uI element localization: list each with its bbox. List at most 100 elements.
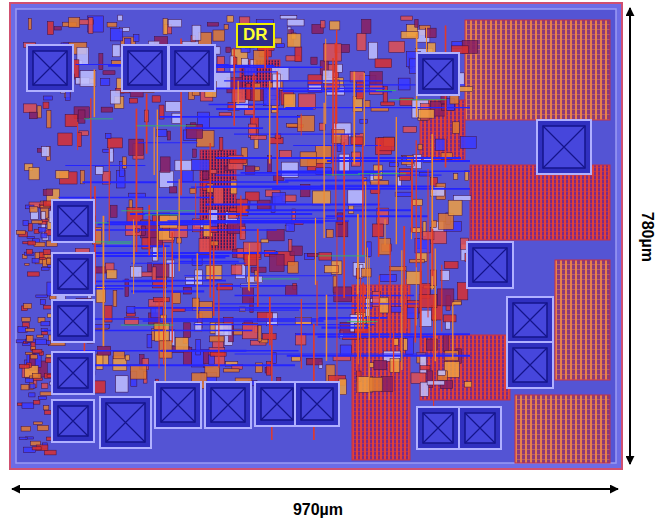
metal-wire <box>209 104 267 106</box>
pad-ring <box>27 45 73 91</box>
standard-cell <box>182 170 193 182</box>
bond-pad <box>52 253 94 295</box>
metal-wire <box>323 103 324 238</box>
standard-cell <box>168 20 181 27</box>
metal-wire <box>86 318 337 319</box>
metal-wire <box>157 110 158 260</box>
metal-wire <box>325 174 360 175</box>
metal-wire <box>107 243 131 244</box>
standard-cell <box>186 125 202 139</box>
metal-wire <box>253 73 254 123</box>
standard-cell <box>251 136 267 140</box>
standard-cell <box>213 30 225 41</box>
standard-cell <box>27 237 34 239</box>
pad-cross <box>423 413 453 443</box>
metal-wire <box>90 98 91 216</box>
pad-cross <box>161 388 195 422</box>
metal-wire <box>285 179 370 181</box>
standard-cell <box>152 96 160 102</box>
metal-wire <box>216 108 313 110</box>
standard-cell <box>210 336 224 342</box>
standard-cell <box>437 289 453 306</box>
standard-cell <box>295 47 302 61</box>
metal-wire <box>249 243 250 291</box>
standard-cell <box>110 205 117 217</box>
metal-wire <box>393 322 394 433</box>
standard-cell <box>395 192 412 196</box>
standard-cell <box>103 71 115 75</box>
standard-cell <box>24 104 37 113</box>
pad-cross <box>58 306 88 336</box>
metal-wire <box>336 30 337 124</box>
metal-wire <box>353 72 355 165</box>
pad-ring <box>169 45 215 91</box>
standard-cell <box>44 450 56 455</box>
standard-cell <box>40 258 46 260</box>
pad-cross <box>33 51 67 85</box>
metal-wire <box>206 203 381 205</box>
standard-cell <box>258 325 261 341</box>
metal-wire <box>137 125 196 126</box>
standard-cell <box>42 331 48 334</box>
metal-wire <box>235 295 415 296</box>
standard-cell <box>27 249 33 254</box>
standard-cell <box>96 354 103 369</box>
pad-ring <box>52 300 94 342</box>
metal-wire <box>327 160 470 162</box>
pad-ring <box>537 120 591 174</box>
bond-pad <box>27 45 73 91</box>
standard-cell <box>401 16 413 20</box>
standard-cell <box>381 377 394 392</box>
standard-cell <box>37 335 44 337</box>
standard-cell <box>118 15 123 21</box>
standard-cell <box>21 385 29 390</box>
metal-wire <box>362 145 363 255</box>
pad-opening <box>211 388 245 422</box>
standard-cell <box>193 149 197 157</box>
standard-cell <box>96 166 103 174</box>
pad-cross <box>465 413 495 443</box>
standard-cell <box>330 21 340 30</box>
bond-pad <box>417 407 459 449</box>
dimension-arrow <box>629 8 631 464</box>
pad-opening <box>106 403 145 442</box>
standard-cell <box>420 366 430 370</box>
metal-wire <box>318 255 366 256</box>
pad-ring <box>255 382 299 426</box>
metal-wire <box>362 282 364 330</box>
metal-wire <box>285 107 470 108</box>
metal-wire <box>432 229 434 276</box>
metal-wire <box>262 278 300 279</box>
standard-cell <box>378 238 390 255</box>
pad-ring <box>459 407 501 449</box>
standard-cell <box>40 392 51 396</box>
standard-cell <box>99 53 103 69</box>
standard-cell <box>369 42 378 59</box>
standard-cell <box>403 127 416 133</box>
pad-opening <box>301 388 333 420</box>
standard-cell <box>37 106 41 118</box>
metal-wire <box>82 181 158 183</box>
pad-cross <box>58 406 88 436</box>
standard-cell <box>401 31 418 38</box>
standard-cell <box>166 102 181 112</box>
standard-cell <box>195 270 203 285</box>
metal-wire <box>233 48 235 126</box>
standard-cell <box>298 116 315 132</box>
pad-ring <box>417 53 459 95</box>
standard-cell <box>191 160 209 171</box>
metal-wire <box>441 265 442 332</box>
metal-wire <box>133 219 134 294</box>
standard-cell <box>39 397 47 400</box>
standard-cell <box>107 23 117 27</box>
metal-wire <box>301 114 302 136</box>
metal-wire <box>276 71 278 184</box>
standard-cell <box>249 124 257 137</box>
macro-block <box>420 100 465 160</box>
standard-cell <box>43 250 50 255</box>
standard-cell <box>362 268 371 277</box>
standard-cell <box>267 229 284 240</box>
pad-ring <box>52 352 94 394</box>
metal-wire <box>197 253 198 318</box>
